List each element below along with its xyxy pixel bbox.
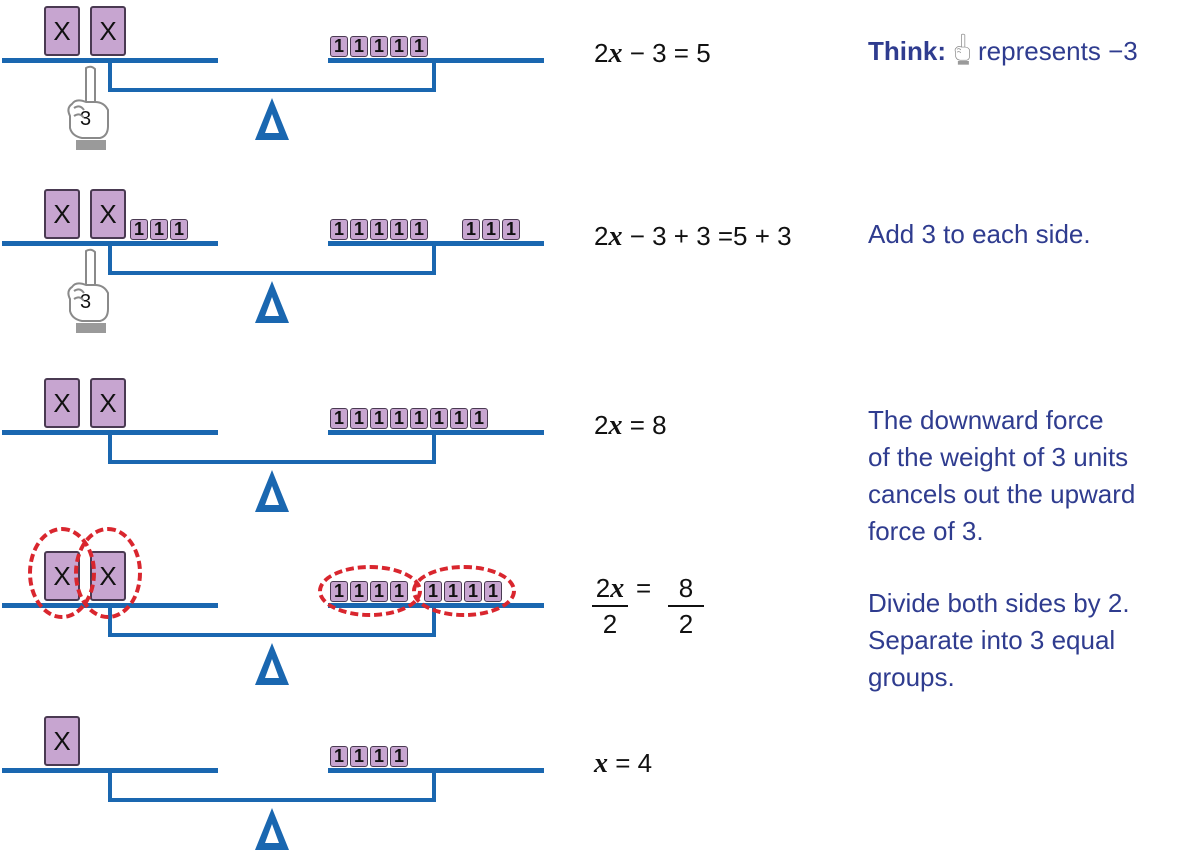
unit-block: 1 — [370, 219, 388, 240]
explanation-line: Separate into 3 equal — [868, 625, 1116, 655]
balance-crossbar — [108, 88, 436, 92]
fulcrum-triangle-icon — [252, 641, 292, 687]
fulcrum-triangle-icon — [252, 96, 292, 142]
unit-block: 1 — [370, 746, 388, 767]
hand-force-label: 3 — [80, 291, 92, 313]
grouping-ring — [74, 527, 142, 619]
think-note: Think: represents −3 — [868, 30, 1138, 70]
unit-block: 1 — [462, 219, 480, 240]
unit-block: 1 — [350, 408, 368, 429]
explanation-note: Divide both sides by 2. Separate into 3 e… — [868, 585, 1130, 696]
balance-right-pan — [328, 241, 544, 246]
unit-block: 1 — [170, 219, 188, 240]
balance-right-stem — [432, 58, 436, 92]
grouping-ring — [412, 565, 516, 617]
balance-right-stem — [432, 241, 436, 275]
unit-block: 1 — [410, 36, 428, 57]
equation-text: 2x − 3 = 5 — [594, 38, 711, 70]
balance-left-stem — [108, 241, 112, 275]
balance-right-stem — [432, 603, 436, 637]
equation-rest: = 8 — [622, 410, 667, 440]
balance-right-pan — [328, 768, 544, 773]
balance-left-stem — [108, 58, 112, 92]
equation-coefficient: 2 — [594, 221, 609, 251]
explanation-line: Add 3 to each side. — [868, 219, 1091, 249]
hand-force-label: 3 — [80, 108, 92, 130]
equation-equals-sign: = — [636, 573, 652, 603]
variable-x-block: X — [44, 716, 80, 766]
equation-coefficient: 2 — [594, 38, 609, 68]
variable-x-block: X — [44, 189, 80, 239]
unit-block: 1 — [450, 408, 468, 429]
balance-right-stem — [432, 430, 436, 464]
variable-x-block: X — [44, 378, 80, 428]
explanation-line: cancels out the upward — [868, 479, 1136, 509]
variable-x-block: X — [90, 189, 126, 239]
balance-left-stem — [108, 430, 112, 464]
unit-block: 1 — [330, 219, 348, 240]
unit-block: 1 — [150, 219, 168, 240]
equation-rest: − 3 = 5 — [622, 38, 711, 68]
explanation-line: The downward force — [868, 405, 1104, 435]
think-label: Think: — [868, 36, 946, 66]
unit-block: 1 — [370, 408, 388, 429]
equation-coefficient: 2 — [594, 410, 609, 440]
unit-block: 1 — [482, 219, 500, 240]
fulcrum-triangle-icon — [252, 468, 292, 514]
unit-block: 1 — [410, 219, 428, 240]
explanation-note: The downward force of the weight of 3 uni… — [868, 402, 1135, 550]
equation-text: 2x − 3 + 3 =5 + 3 — [594, 221, 792, 253]
equation-variable: x — [608, 221, 623, 252]
variable-x-block: X — [90, 6, 126, 56]
unit-block: 1 — [370, 36, 388, 57]
balance-left-stem — [108, 603, 112, 637]
explanation-note: Add 3 to each side. — [868, 216, 1091, 253]
balance-crossbar — [108, 798, 436, 802]
unit-block: 1 — [330, 36, 348, 57]
unit-block: 1 — [430, 408, 448, 429]
unit-block: 1 — [410, 408, 428, 429]
equation-rest: = 4 — [608, 748, 653, 778]
unit-block: 1 — [390, 746, 408, 767]
pointing-hand-icon — [952, 30, 974, 70]
unit-block: 1 — [390, 219, 408, 240]
equation-variable: x — [594, 748, 608, 779]
unit-block: 1 — [350, 219, 368, 240]
balance-right-pan — [328, 58, 544, 63]
explanation-line: of the weight of 3 units — [868, 442, 1129, 472]
fulcrum-triangle-icon — [252, 806, 292, 852]
think-text: represents −3 — [978, 36, 1138, 66]
unit-block: 1 — [350, 746, 368, 767]
equation-rest: − 3 + 3 =5 + 3 — [622, 221, 792, 251]
explanation-line: force of 3. — [868, 516, 984, 546]
balance-right-stem — [432, 768, 436, 802]
unit-block: 1 — [330, 408, 348, 429]
variable-x-block: X — [44, 6, 80, 56]
balance-right-pan — [328, 430, 544, 435]
unit-block: 1 — [502, 219, 520, 240]
equation-variable: x — [608, 38, 623, 69]
balance-crossbar — [108, 633, 436, 637]
unit-block: 1 — [350, 36, 368, 57]
explanation-line: Divide both sides by 2. — [868, 588, 1130, 618]
balance-crossbar — [108, 271, 436, 275]
balance-left-stem — [108, 768, 112, 802]
explanation-line: groups. — [868, 662, 955, 692]
unit-block: 1 — [130, 219, 148, 240]
balance-crossbar — [108, 460, 436, 464]
unit-block: 1 — [330, 746, 348, 767]
equation-text: x = 4 — [594, 748, 652, 780]
unit-block: 1 — [390, 408, 408, 429]
fulcrum-triangle-icon — [252, 279, 292, 325]
variable-x-block: X — [90, 378, 126, 428]
grouping-ring — [318, 565, 422, 617]
unit-block: 1 — [470, 408, 488, 429]
equation-text: 2x = 8 — [594, 410, 667, 442]
equation-variable: x — [608, 410, 623, 441]
unit-block: 1 — [390, 36, 408, 57]
